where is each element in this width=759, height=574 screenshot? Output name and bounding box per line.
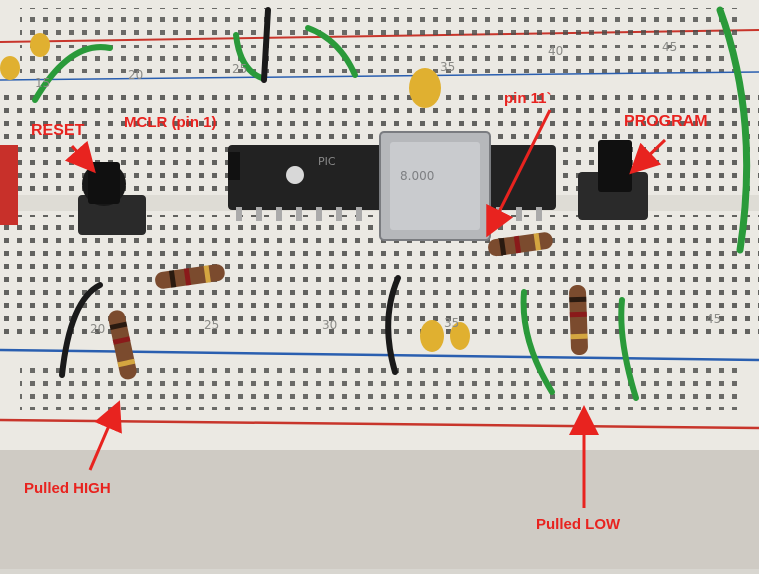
pin11-arrow <box>486 109 552 238</box>
reset-button-component <box>78 162 146 235</box>
column-number: 20 <box>90 322 106 336</box>
column-number: 35 <box>440 60 456 74</box>
oscillator-marking: 8.000 <box>400 169 434 183</box>
column-number: 25 <box>204 318 220 332</box>
jumper-wires <box>32 6 751 401</box>
reset-label: RESET <box>31 122 85 139</box>
crystal-oscillator: 8.000 <box>379 131 491 241</box>
pin11-label: pin 11` <box>504 90 552 107</box>
reset-arrow <box>64 140 96 174</box>
column-number: 45 <box>662 40 678 54</box>
program-label: PROGRAM <box>624 113 708 130</box>
column-number: 15 <box>35 76 51 90</box>
column-number: 25 <box>232 62 248 76</box>
capacitors <box>0 33 470 352</box>
column-number: 20 <box>128 68 144 82</box>
mclr-label: MCLR (pin 1) <box>124 114 217 131</box>
resistors <box>108 232 588 380</box>
top-power-rail <box>0 8 759 81</box>
program-arrow <box>629 138 667 175</box>
pulled-low-label: Pulled LOW <box>536 516 621 533</box>
pulled-high-label: Pulled HIGH <box>24 480 111 497</box>
column-number: 45 <box>706 312 722 326</box>
pulled-high-arrow <box>88 400 122 471</box>
column-number: 40 <box>548 44 564 58</box>
column-number: 30 <box>322 318 338 332</box>
left-edge-component <box>0 145 18 225</box>
annotation-arrows <box>64 109 667 508</box>
column-number: 35 <box>444 316 460 330</box>
program-button-component <box>578 140 648 220</box>
mcu-logo-text: PIC <box>318 155 336 168</box>
